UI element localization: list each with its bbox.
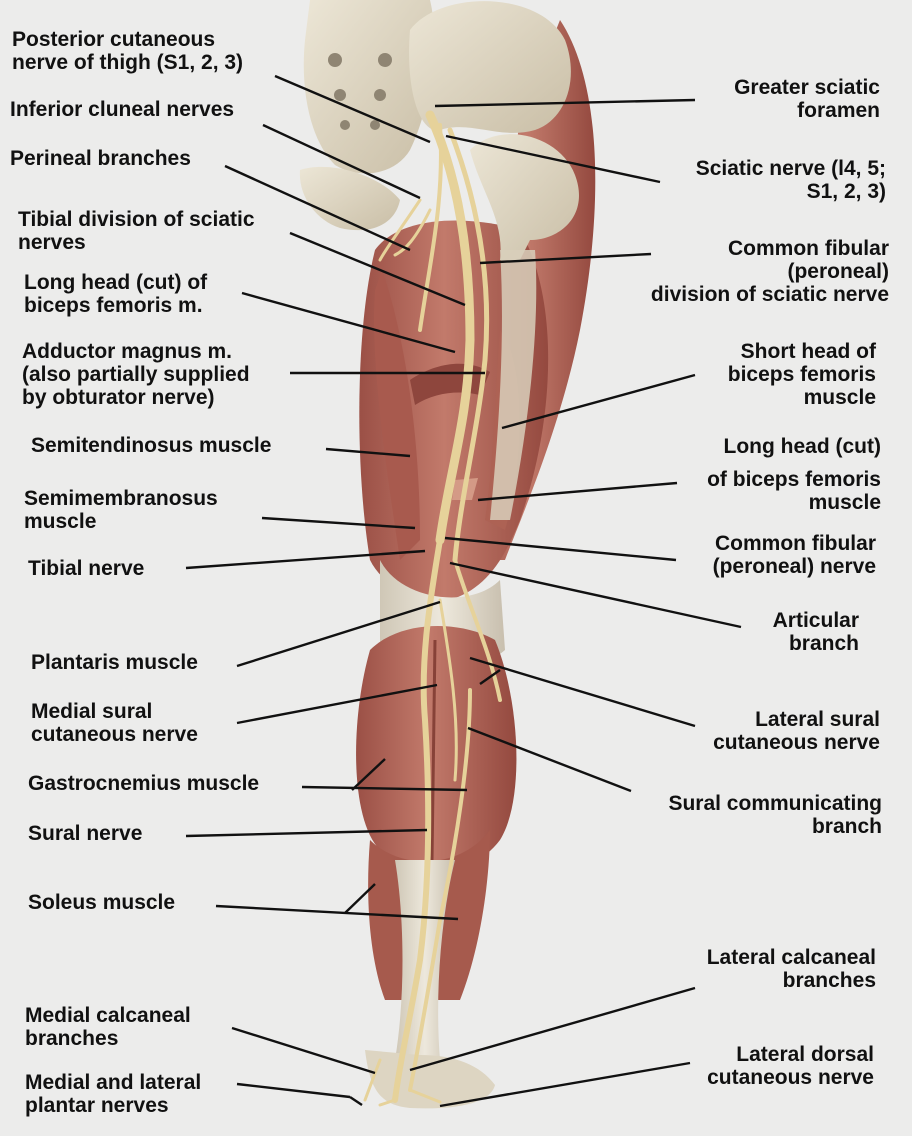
leader-lines-left xyxy=(185,74,485,1106)
label-plantaris: Plantaris muscle xyxy=(31,651,198,674)
nerve-paths xyxy=(363,110,502,1107)
label-soleus: Soleus muscle xyxy=(28,891,176,914)
gastrocnemius-muscle xyxy=(356,626,517,872)
ischium-bone xyxy=(299,166,400,231)
sacral-foramina xyxy=(328,53,392,130)
femur-head xyxy=(470,134,579,260)
semitendinosus-muscle xyxy=(374,270,420,560)
femur-shaft xyxy=(490,250,537,520)
label-sural-nerve: Sural nerve xyxy=(28,822,143,845)
label-common-fibular-nerve: Common fibular(peroneal) nerve xyxy=(712,532,876,578)
label-common-fibular-division: Common fibular(peroneal)division of scia… xyxy=(650,237,889,306)
leader-lines-right xyxy=(409,98,742,1108)
label-gastrocnemius: Gastrocnemius muscle xyxy=(28,772,260,795)
label-perineal-branches: Perineal branches xyxy=(10,147,191,170)
label-tibial-nerve: Tibial nerve xyxy=(28,557,145,580)
label-adductor-magnus: Adductor magnus m.(also partially suppli… xyxy=(22,340,250,409)
label-inferior-cluneal-nerves: Inferior cluneal nerves xyxy=(10,98,235,121)
iliac-bone xyxy=(409,1,571,133)
label-sciatic-nerve: Sciatic nerve (l4, 5;S1, 2, 3) xyxy=(695,157,886,203)
label-semitendinosus: Semitendinosus muscle xyxy=(31,434,272,457)
